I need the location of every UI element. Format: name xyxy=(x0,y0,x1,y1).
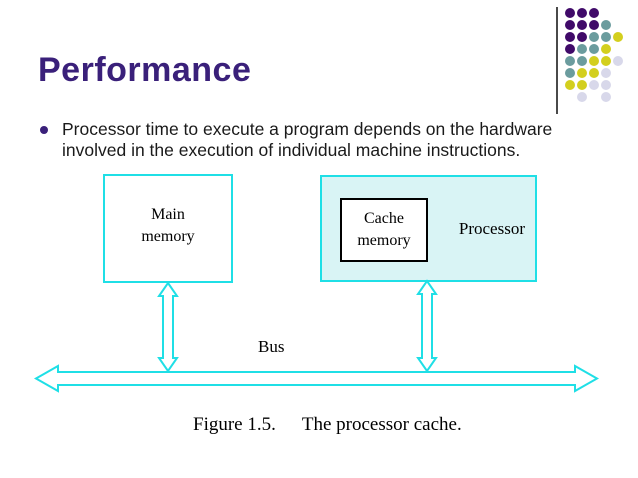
decoration-dot xyxy=(577,56,587,66)
decoration-dot xyxy=(601,56,611,66)
decoration-dot xyxy=(565,56,575,66)
decoration-dot xyxy=(565,20,575,30)
caption-text: The processor cache. xyxy=(301,414,462,435)
bullet-item: Processor time to execute a program depe… xyxy=(40,119,588,161)
figure-caption: Figure 1.5. The processor cache. xyxy=(193,414,462,436)
decoration-dot xyxy=(589,44,599,54)
decoration-dot xyxy=(589,68,599,78)
bullet-text: Processor time to execute a program depe… xyxy=(62,119,553,160)
decoration-dot xyxy=(565,68,575,78)
decoration-dot xyxy=(601,44,611,54)
page-title: Performance xyxy=(38,51,252,89)
decoration-dot xyxy=(613,32,623,42)
decoration-dot xyxy=(565,80,575,90)
decoration-dot xyxy=(577,20,587,30)
decoration-dot xyxy=(613,56,623,66)
decoration-dot xyxy=(589,32,599,42)
caption-figure-number: Figure 1.5. xyxy=(193,414,276,435)
cache-memory-box: Cache memory xyxy=(340,198,428,262)
decoration-dot xyxy=(601,68,611,78)
decoration-dot xyxy=(577,80,587,90)
decoration-dot xyxy=(577,32,587,42)
processor-label: Processor xyxy=(458,218,525,238)
cache-memory-label: Cache memory xyxy=(357,210,411,249)
decoration-vertical-line xyxy=(556,7,558,114)
main-memory-label: Main memory xyxy=(141,205,195,245)
decoration-dot xyxy=(589,8,599,18)
decoration-dot xyxy=(565,32,575,42)
decoration-dot xyxy=(601,80,611,90)
decoration-dot xyxy=(589,80,599,90)
decoration-dot xyxy=(577,44,587,54)
decoration-dot xyxy=(601,32,611,42)
dot-grid xyxy=(565,8,629,112)
decoration-dot xyxy=(577,92,587,102)
double-arrow-cache-to-bus xyxy=(416,279,438,373)
bullet-icon xyxy=(40,126,48,134)
processor-box: Cache memory Processor xyxy=(320,175,537,282)
decoration-dot xyxy=(565,44,575,54)
double-arrow-main-memory-to-bus xyxy=(157,281,179,373)
decoration-dot xyxy=(589,56,599,66)
decoration-dot xyxy=(601,92,611,102)
bus-double-arrow xyxy=(33,364,600,393)
decoration-dot xyxy=(577,68,587,78)
decoration-dot xyxy=(589,20,599,30)
bus-label: Bus xyxy=(258,337,285,356)
main-memory-box: Main memory xyxy=(103,174,233,283)
decoration-dot xyxy=(601,20,611,30)
decoration-dot xyxy=(577,8,587,18)
decoration-dot xyxy=(565,8,575,18)
